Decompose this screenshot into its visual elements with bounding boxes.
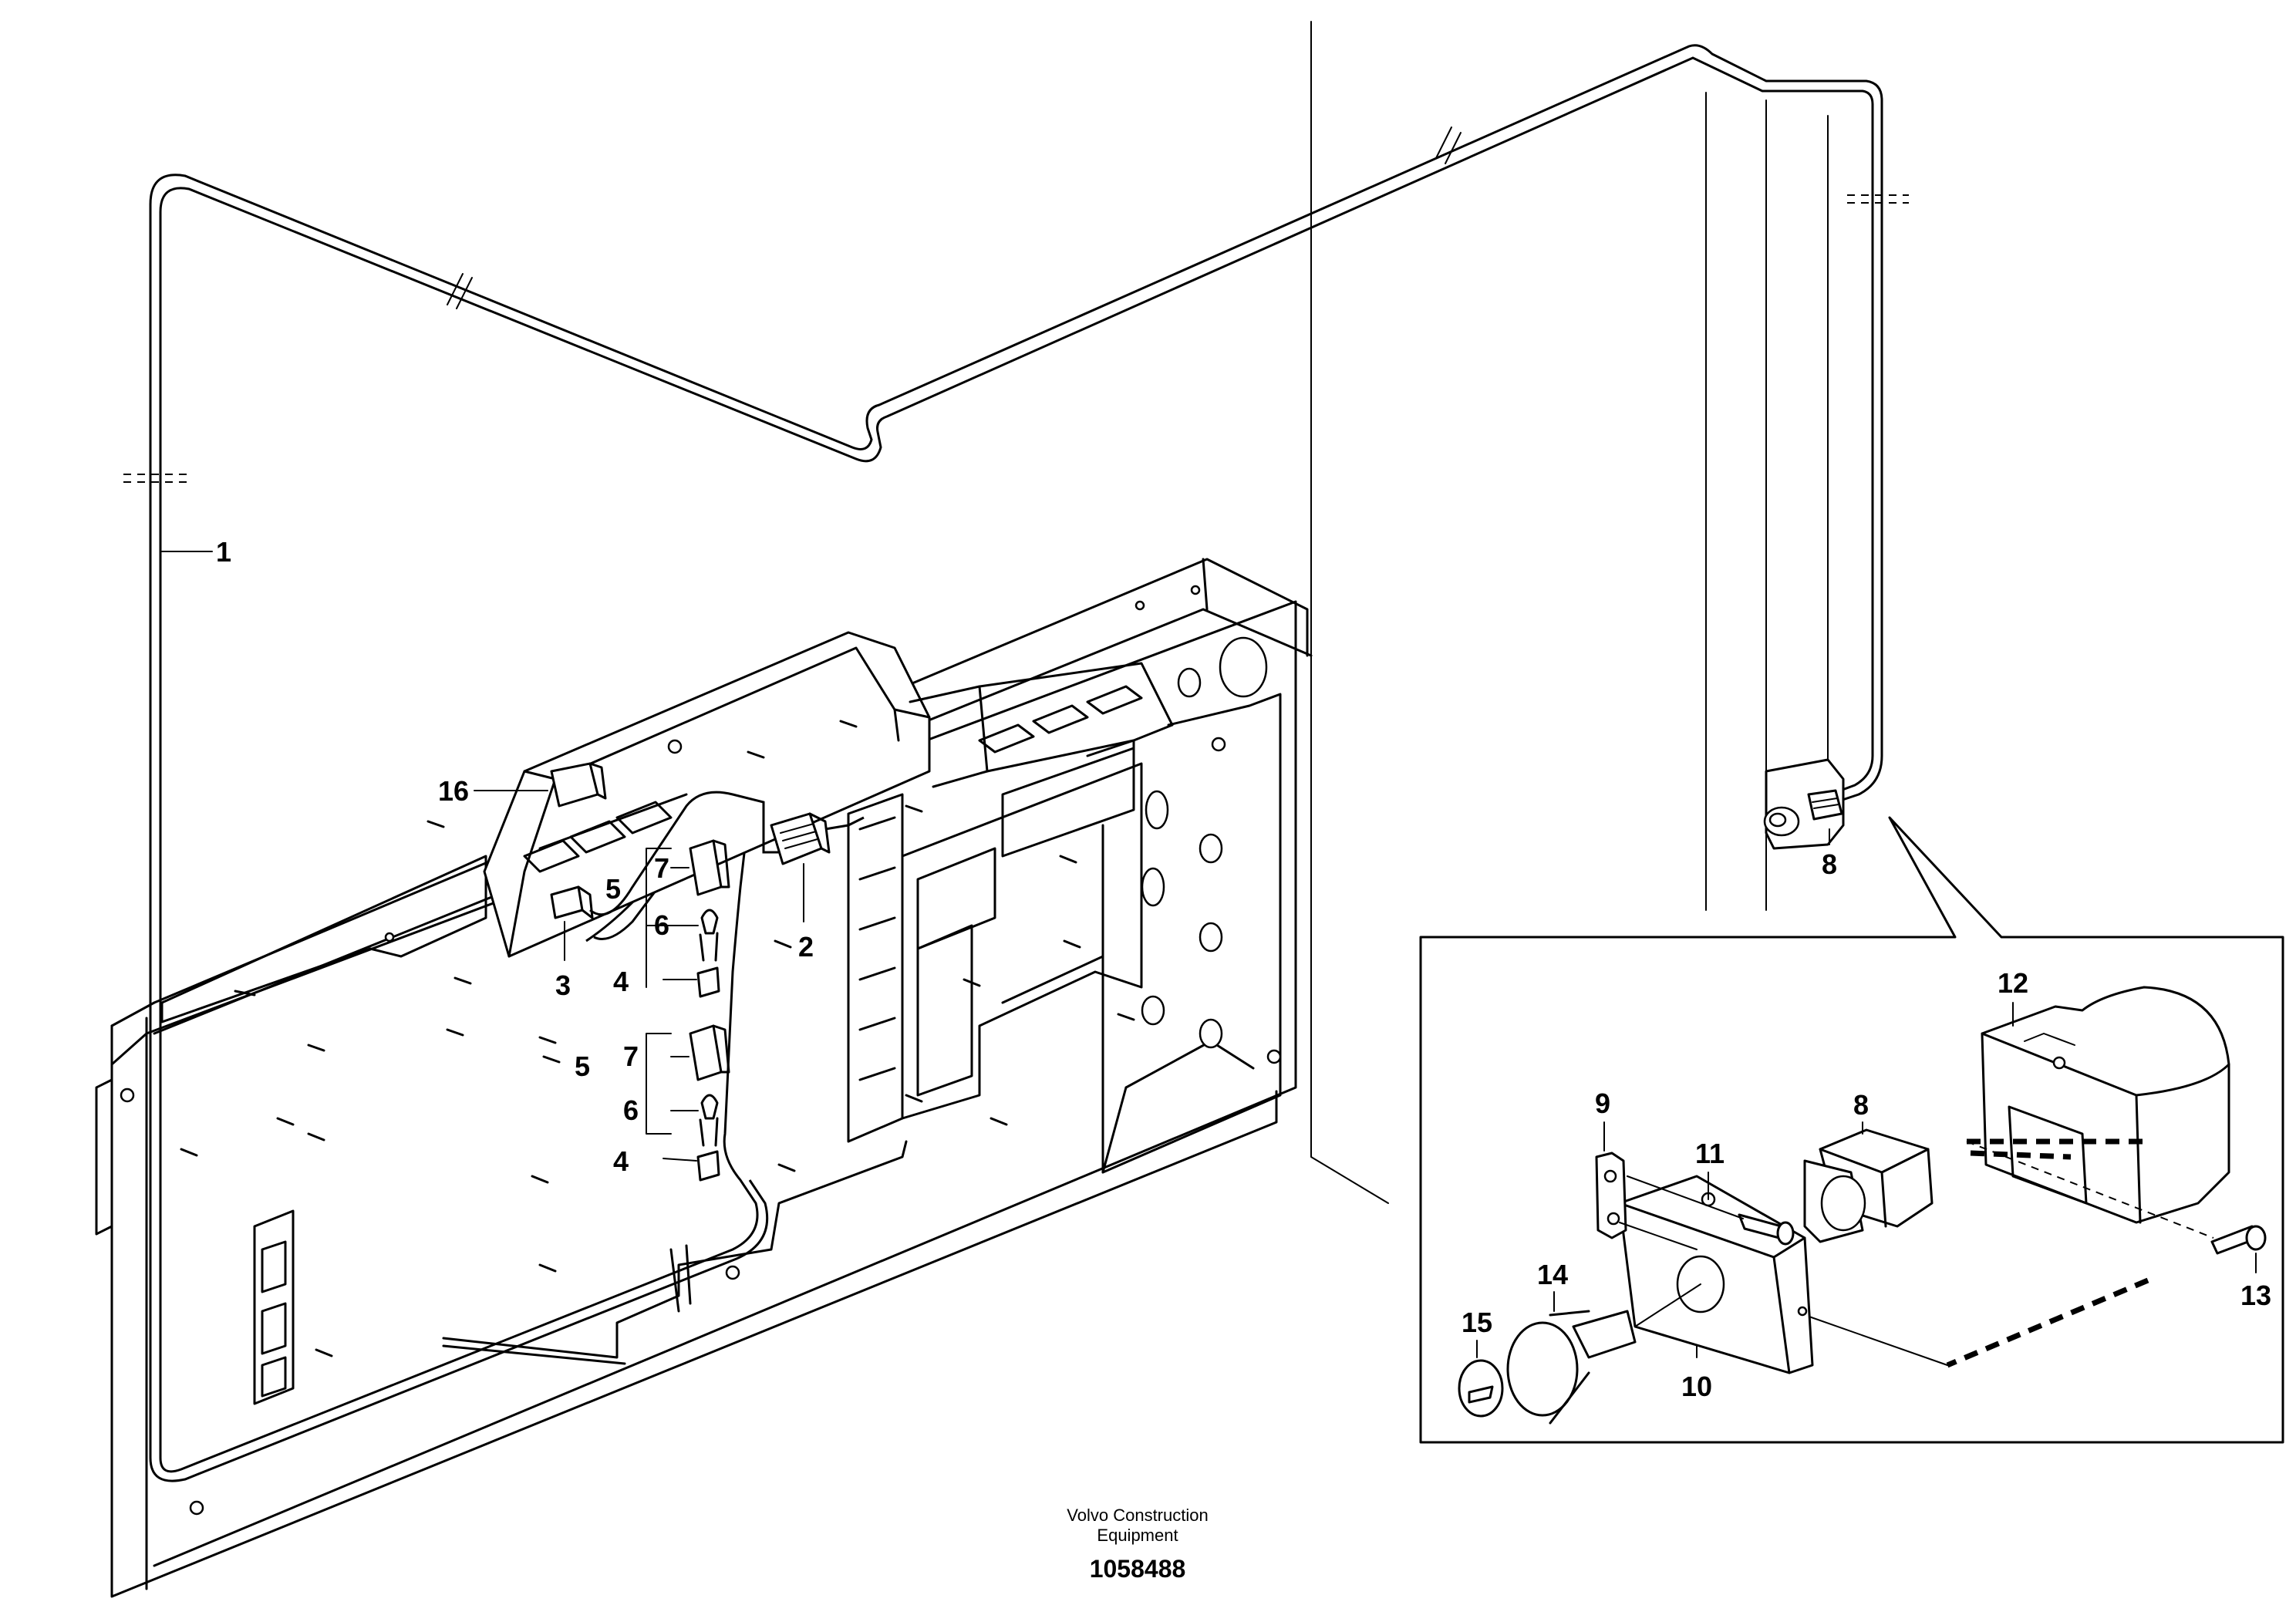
- cab-wall-lines: [1310, 21, 1829, 1204]
- callout-16: 16: [438, 775, 469, 807]
- callout-5-lower: 5: [575, 1050, 590, 1082]
- leader-lines: [161, 551, 2257, 1358]
- relay-16: [550, 762, 607, 808]
- fuse-stack-lower: [689, 1024, 730, 1182]
- control-panel: [95, 558, 1313, 1598]
- callout-6-lower: 6: [623, 1094, 639, 1126]
- wire-harness: [123, 44, 1909, 1482]
- callout-4-upper: 4: [613, 966, 629, 997]
- callout-8-pillar: 8: [1822, 848, 1837, 880]
- callout-4-lower: 4: [613, 1145, 629, 1177]
- switch-housing-pillar: [1763, 758, 1845, 850]
- connector-2: [770, 812, 865, 865]
- callout-1: 1: [216, 536, 231, 568]
- callout-3: 3: [555, 969, 571, 1001]
- callout-15: 15: [1462, 1307, 1492, 1338]
- fuse-stack-upper: [689, 839, 730, 998]
- callout-12: 12: [1998, 967, 2028, 999]
- callout-13: 13: [2240, 1280, 2271, 1311]
- callout-14: 14: [1537, 1259, 1568, 1290]
- callout-7-lower: 7: [623, 1040, 639, 1072]
- connector-3: [550, 791, 779, 919]
- callout-8-detail: 8: [1853, 1089, 1869, 1121]
- callout-10: 10: [1681, 1371, 1712, 1402]
- detail-inset: [1419, 816, 2284, 1444]
- callout-5-upper: 5: [605, 873, 621, 905]
- footer-company-line1: Volvo Construction: [1067, 1506, 1208, 1525]
- footer-company-line2: Equipment: [1097, 1526, 1178, 1545]
- callout-9: 9: [1595, 1088, 1610, 1119]
- callout-7-upper: 7: [654, 852, 669, 884]
- callout-2: 2: [798, 931, 814, 963]
- callout-6-upper: 6: [654, 909, 669, 941]
- callout-11: 11: [1695, 1138, 1725, 1169]
- footer-drawing-number: 1058488: [1090, 1555, 1186, 1583]
